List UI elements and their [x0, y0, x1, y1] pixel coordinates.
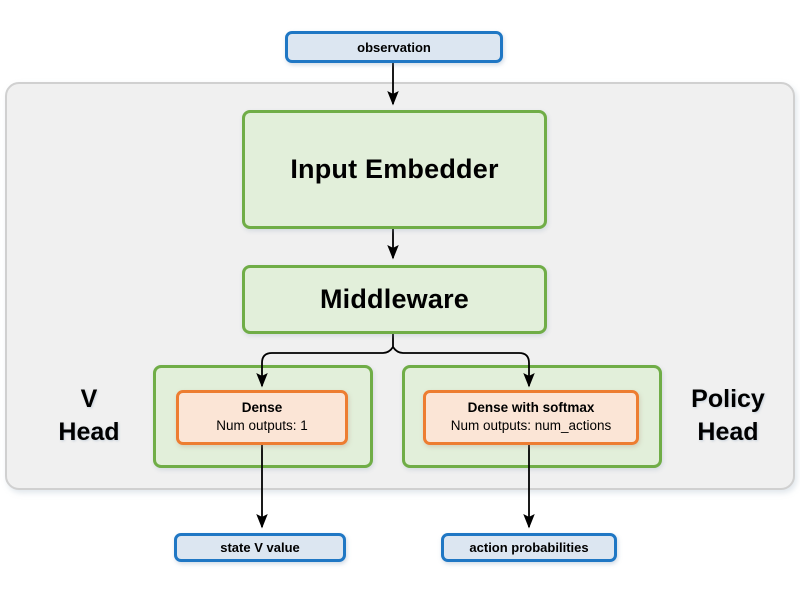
v-head-caption: V Head — [30, 383, 148, 449]
policy-head-caption-line2: Head — [697, 418, 759, 446]
policy-head-caption-line1: Policy — [691, 385, 765, 413]
dense-title: Dense — [241, 400, 283, 416]
state-v-value-label: state V value — [220, 540, 300, 555]
dense-node[interactable]: Dense Num outputs: 1 — [176, 390, 348, 445]
observation-node[interactable]: observation — [285, 31, 503, 63]
middleware-node[interactable]: Middleware — [242, 265, 547, 334]
dense-with-softmax-node[interactable]: Dense with softmax Num outputs: num_acti… — [423, 390, 639, 445]
input-embedder-node[interactable]: Input Embedder — [242, 110, 547, 229]
dense-with-softmax-subtitle: Num outputs: num_actions — [450, 418, 612, 434]
action-probabilities-label: action probabilities — [469, 540, 589, 555]
policy-head-caption: Policy Head — [668, 383, 788, 449]
dense-subtitle: Num outputs: 1 — [216, 418, 308, 434]
v-head-caption-line1: V — [80, 385, 98, 413]
middleware-label: Middleware — [319, 284, 470, 314]
state-v-value-node[interactable]: state V value — [174, 533, 346, 562]
observation-label: observation — [357, 39, 431, 55]
dense-with-softmax-title: Dense with softmax — [467, 400, 595, 416]
input-embedder-label: Input Embedder — [290, 154, 499, 184]
action-probabilities-node[interactable]: action probabilities — [441, 533, 617, 562]
v-head-caption-line2: Head — [58, 418, 120, 446]
